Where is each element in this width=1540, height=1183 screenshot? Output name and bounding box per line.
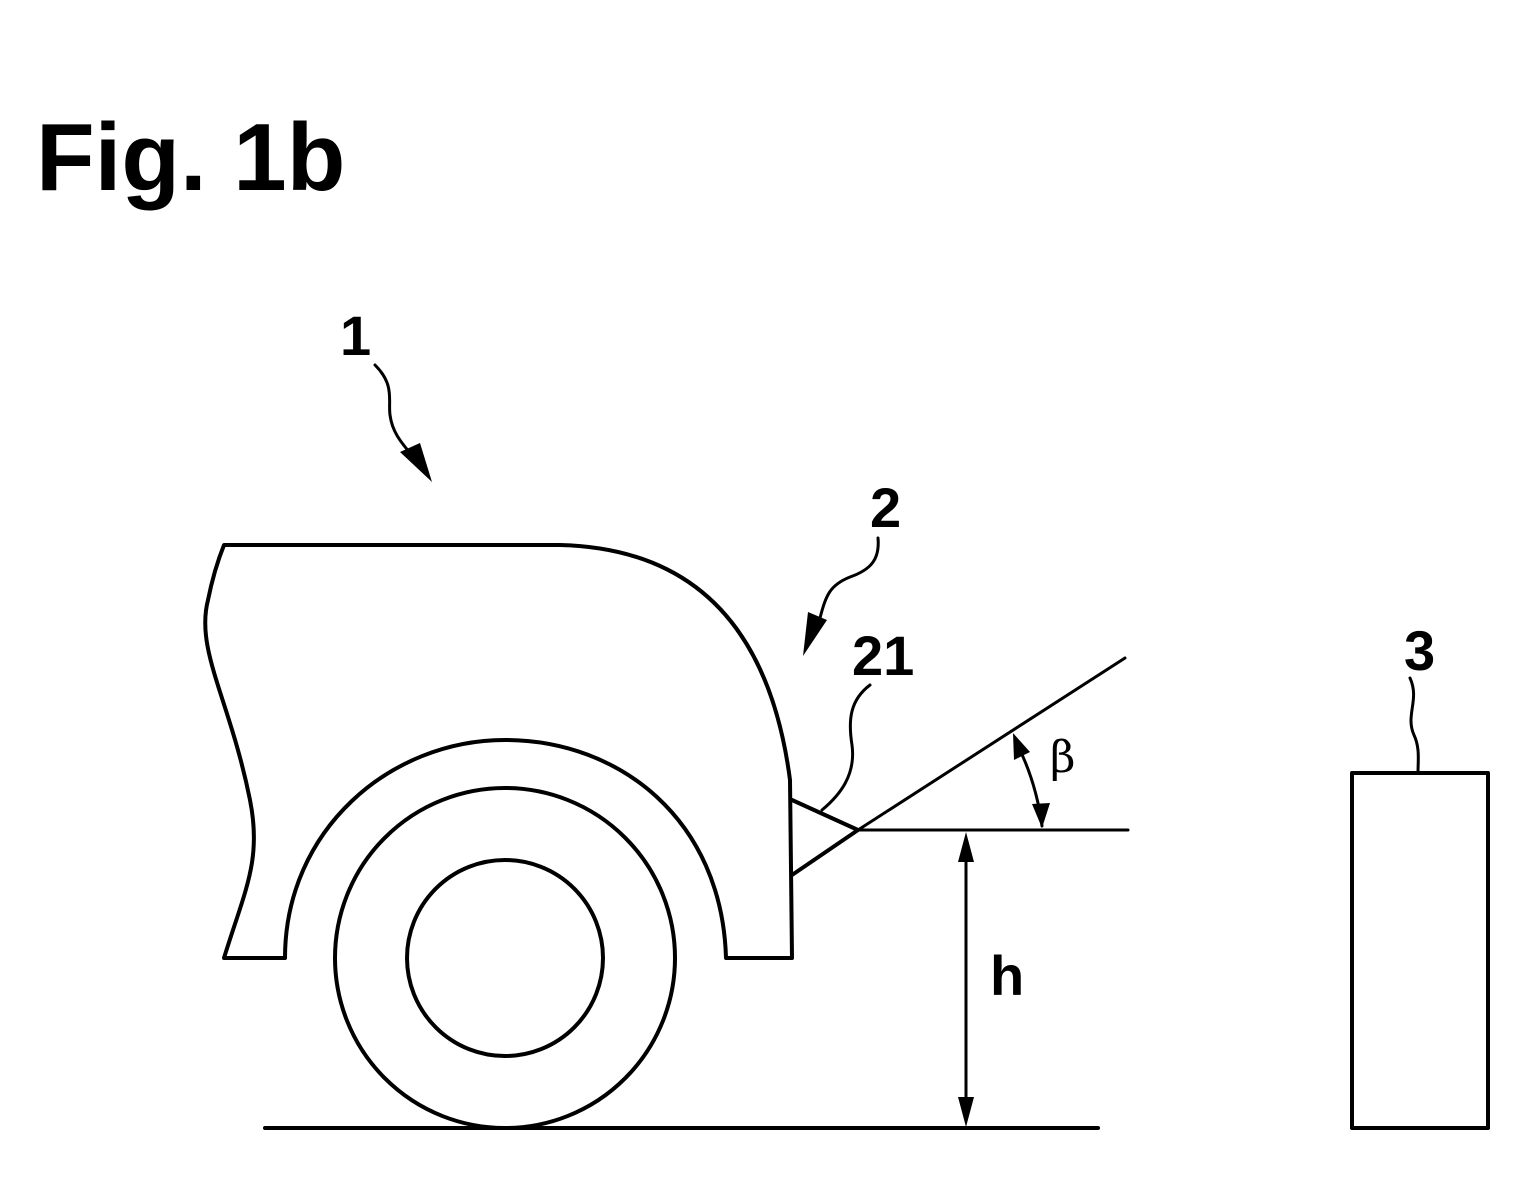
- angle-arrowhead-upper: [1013, 733, 1030, 760]
- sensor-unit-leader-arrowhead: [803, 612, 827, 656]
- sensor-mount: [790, 798, 860, 877]
- sensor-label: 21: [852, 624, 914, 687]
- height-arrowhead-top: [958, 832, 974, 862]
- angle-arrowhead-lower: [1032, 803, 1050, 828]
- height-arrowhead-bottom: [958, 1097, 974, 1127]
- sensor-beam-line: [856, 656, 1127, 832]
- height-label: h: [990, 944, 1024, 1007]
- object-leader-line: [1408, 676, 1420, 775]
- angle-label: β: [1050, 732, 1075, 783]
- vehicle-label: 1: [340, 304, 371, 367]
- sensor-unit-label: 2: [870, 476, 901, 539]
- tire-outer: [333, 786, 677, 1130]
- vehicle-leader-arrowhead: [400, 443, 432, 482]
- object-label: 3: [1404, 619, 1435, 682]
- figure-title: Fig. 1b: [36, 104, 345, 211]
- sensor-unit-leader-line: [818, 536, 880, 620]
- vehicle-leader-line: [373, 363, 420, 464]
- vehicle-body-outline: [203, 543, 794, 960]
- sensor-leader-line: [820, 683, 872, 812]
- wheel-rim: [405, 858, 605, 1058]
- object-box: [1350, 771, 1490, 1130]
